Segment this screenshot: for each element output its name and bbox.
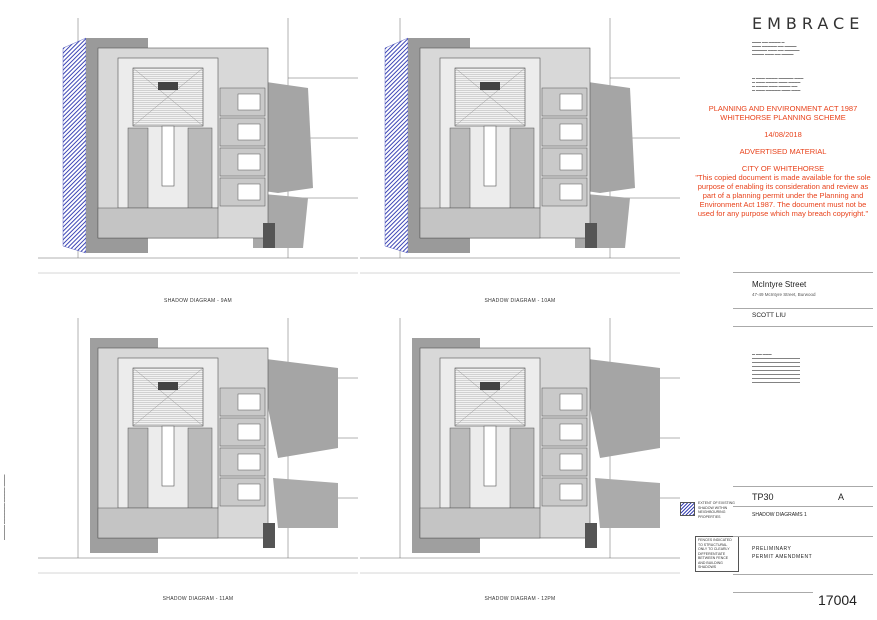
- project-name: McIntyre Street: [752, 280, 807, 289]
- legend-note-frame: [695, 536, 739, 572]
- shadow-diagram-10am: SHADOW DIAGRAM - 10AM: [360, 18, 680, 304]
- diagram-caption: SHADOW DIAGRAM - 10AM: [484, 298, 556, 304]
- stamp-scheme: WHITEHORSE PLANNING SCHEME: [720, 113, 846, 122]
- project-address: 47-49 McIntyre Street, Burwood: [752, 292, 816, 297]
- drawing-status: PRELIMINARY: [752, 546, 792, 552]
- diagram-caption: SHADOW DIAGRAM - 11AM: [162, 596, 234, 602]
- legend-hatch-label: EXTENT OF EXISTING SHADOW WITHIN NEIGHBO…: [698, 501, 735, 519]
- site-plan-drawing: [38, 18, 358, 278]
- file-path-note: ▬▬▬▬▬ ▬▬▬▬▬▬▬ ▬▬▬▬▬ ▬▬▬▬: [2, 474, 6, 540]
- legend-note: FENCES INDICATED TO STRUCTURAL ONLY TO C…: [698, 538, 732, 569]
- drawing-title: SHADOW DIAGRAMS 1: [752, 512, 807, 518]
- drawing-revision: A: [838, 492, 845, 502]
- client-name: SCOTT LIU: [752, 312, 786, 319]
- stamp-notice: "This copied document is made available …: [695, 173, 871, 218]
- planning-stamp: PLANNING AND ENVIRONMENT ACT 1987 WHITEH…: [690, 104, 876, 218]
- site-plan-drawing: [38, 318, 358, 578]
- shadow-diagram-9am: SHADOW DIAGRAM - 9AM: [38, 18, 358, 304]
- drawing-status-sub: PERMIT AMENDMENT: [752, 554, 813, 560]
- stamp-act: PLANNING AND ENVIRONMENT ACT 1987: [708, 104, 858, 113]
- job-number: 17004: [818, 592, 857, 608]
- revision-table: ▬ ▬▬ ▬▬▬▬▬▬▬▬▬▬▬▬▬▬▬▬▬▬▬▬▬▬▬▬▬▬▬▬▬▬▬▬▬▬▬…: [752, 352, 800, 384]
- shadow-hatch-swatch: [680, 502, 695, 516]
- site-plan-drawing: [360, 318, 680, 578]
- diagram-caption: SHADOW DIAGRAM - 12PM: [484, 596, 556, 602]
- stamp-date: 14/08/2018: [764, 130, 802, 139]
- general-notes: ▬ ▬▬▬ ▬▬▬▬ ▬▬▬▬▬ ▬▬▬▬ ▬▬▬ ▬▬▬▬ ▬▬▬ ▬▬▬▬▬…: [752, 76, 804, 92]
- stamp-advertised: ADVERTISED MATERIAL: [739, 147, 827, 156]
- stamp-council: CITY OF WHITEHORSE: [741, 164, 825, 173]
- shadow-diagram-11am: SHADOW DIAGRAM - 11AM: [38, 318, 358, 603]
- shadow-diagram-12pm: SHADOW DIAGRAM - 12PM: [360, 318, 680, 603]
- diagram-caption: SHADOW DIAGRAM - 9AM: [164, 298, 232, 304]
- site-plan-drawing: [360, 18, 680, 278]
- company-details: ▬▬▬ ▬▬ ▬▬▬▬ ▬▬▬▬ ▬▬▬▬▬ ▬▬ ▬▬▬▬▬▬▬▬▬ ▬▬▬ …: [752, 40, 800, 56]
- company-logo: EMBRACE: [752, 14, 865, 33]
- drawing-number: TP30: [752, 492, 774, 502]
